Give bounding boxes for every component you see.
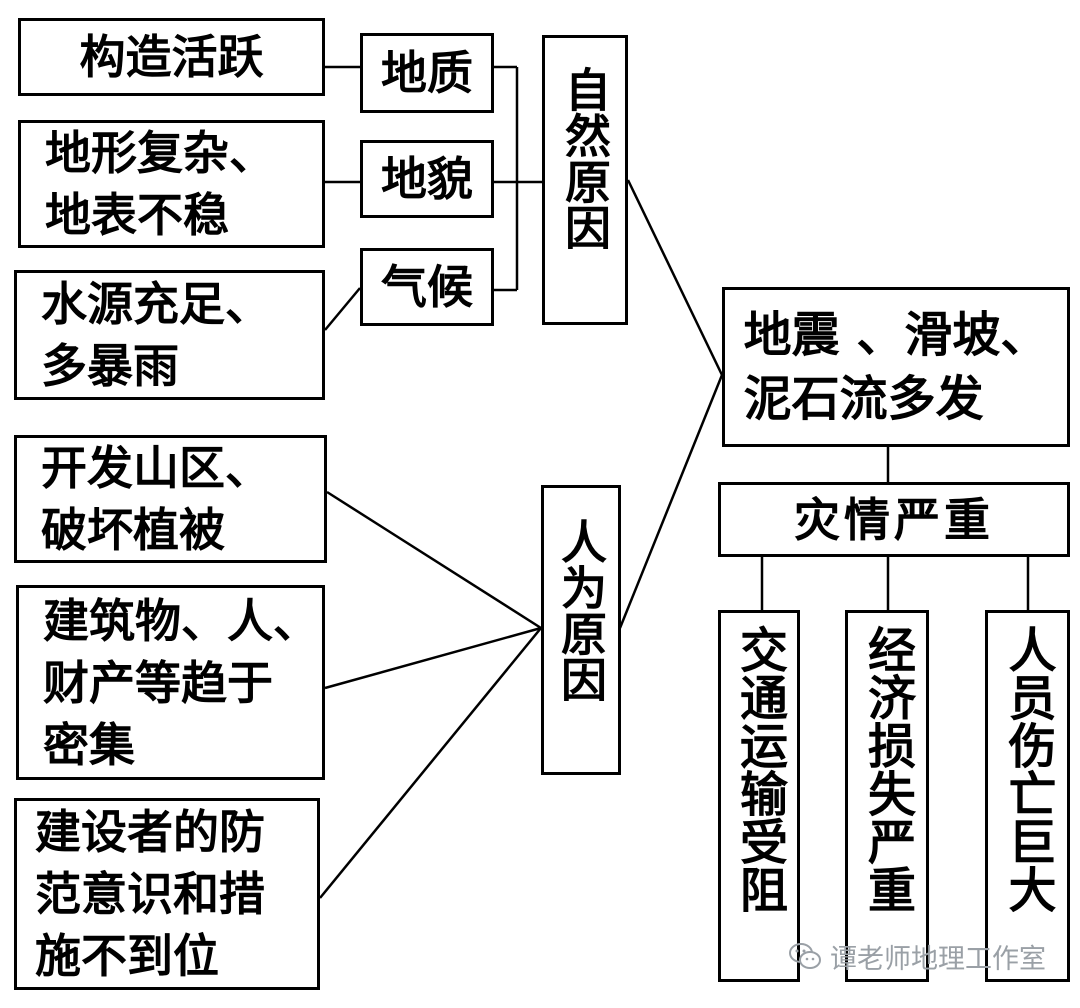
severity-box: 灾情严重 [718,482,1070,557]
human-cause-box: 人为原因 [541,485,621,775]
connector-line [324,626,542,690]
connector-line [326,490,542,630]
impact-box-casualties: 人员伤亡巨大 [985,610,1070,982]
impact-label-casualties: 人员伤亡巨大 [999,625,1056,913]
connector-line [618,374,724,629]
detail-box-climate: 水源充足、 多暴雨 [14,270,325,400]
natural-cause-box: 自然原因 [542,35,628,325]
factor-box-geology: 地质 [360,33,494,113]
wechat-icon [789,943,821,969]
human-factor-box-3: 建设者的防 范意识和措 施不到位 [14,798,320,990]
natural-cause-label: 自然原因 [558,66,612,250]
impact-box-transport: 交通运输受阻 [718,610,800,982]
impact-label-economy: 经济损失严重 [859,625,915,913]
human-cause-label: 人为原因 [554,518,608,702]
factor-box-landform: 地貌 [360,140,494,218]
watermark: 谭老师地理工作室 [788,934,1068,978]
human-factor-box-2: 建筑物、人、 财产等趋于 密集 [16,585,325,780]
connector-line [324,287,361,331]
disaster-result-box: 地震 、滑坡、 泥石流多发 [722,287,1070,447]
connector-line [626,179,724,376]
factor-box-climate: 气候 [360,248,494,326]
impact-label-transport: 交通运输受阻 [731,625,787,913]
watermark-text: 谭老师地理工作室 [830,943,1046,975]
connector-line [319,627,542,899]
detail-box-geology: 构造活跃 [18,18,325,96]
detail-box-landform: 地形复杂、 地表不稳 [18,120,325,248]
impact-box-economy: 经济损失严重 [845,610,929,982]
human-factor-box-1: 开发山区、 破坏植被 [14,435,327,563]
